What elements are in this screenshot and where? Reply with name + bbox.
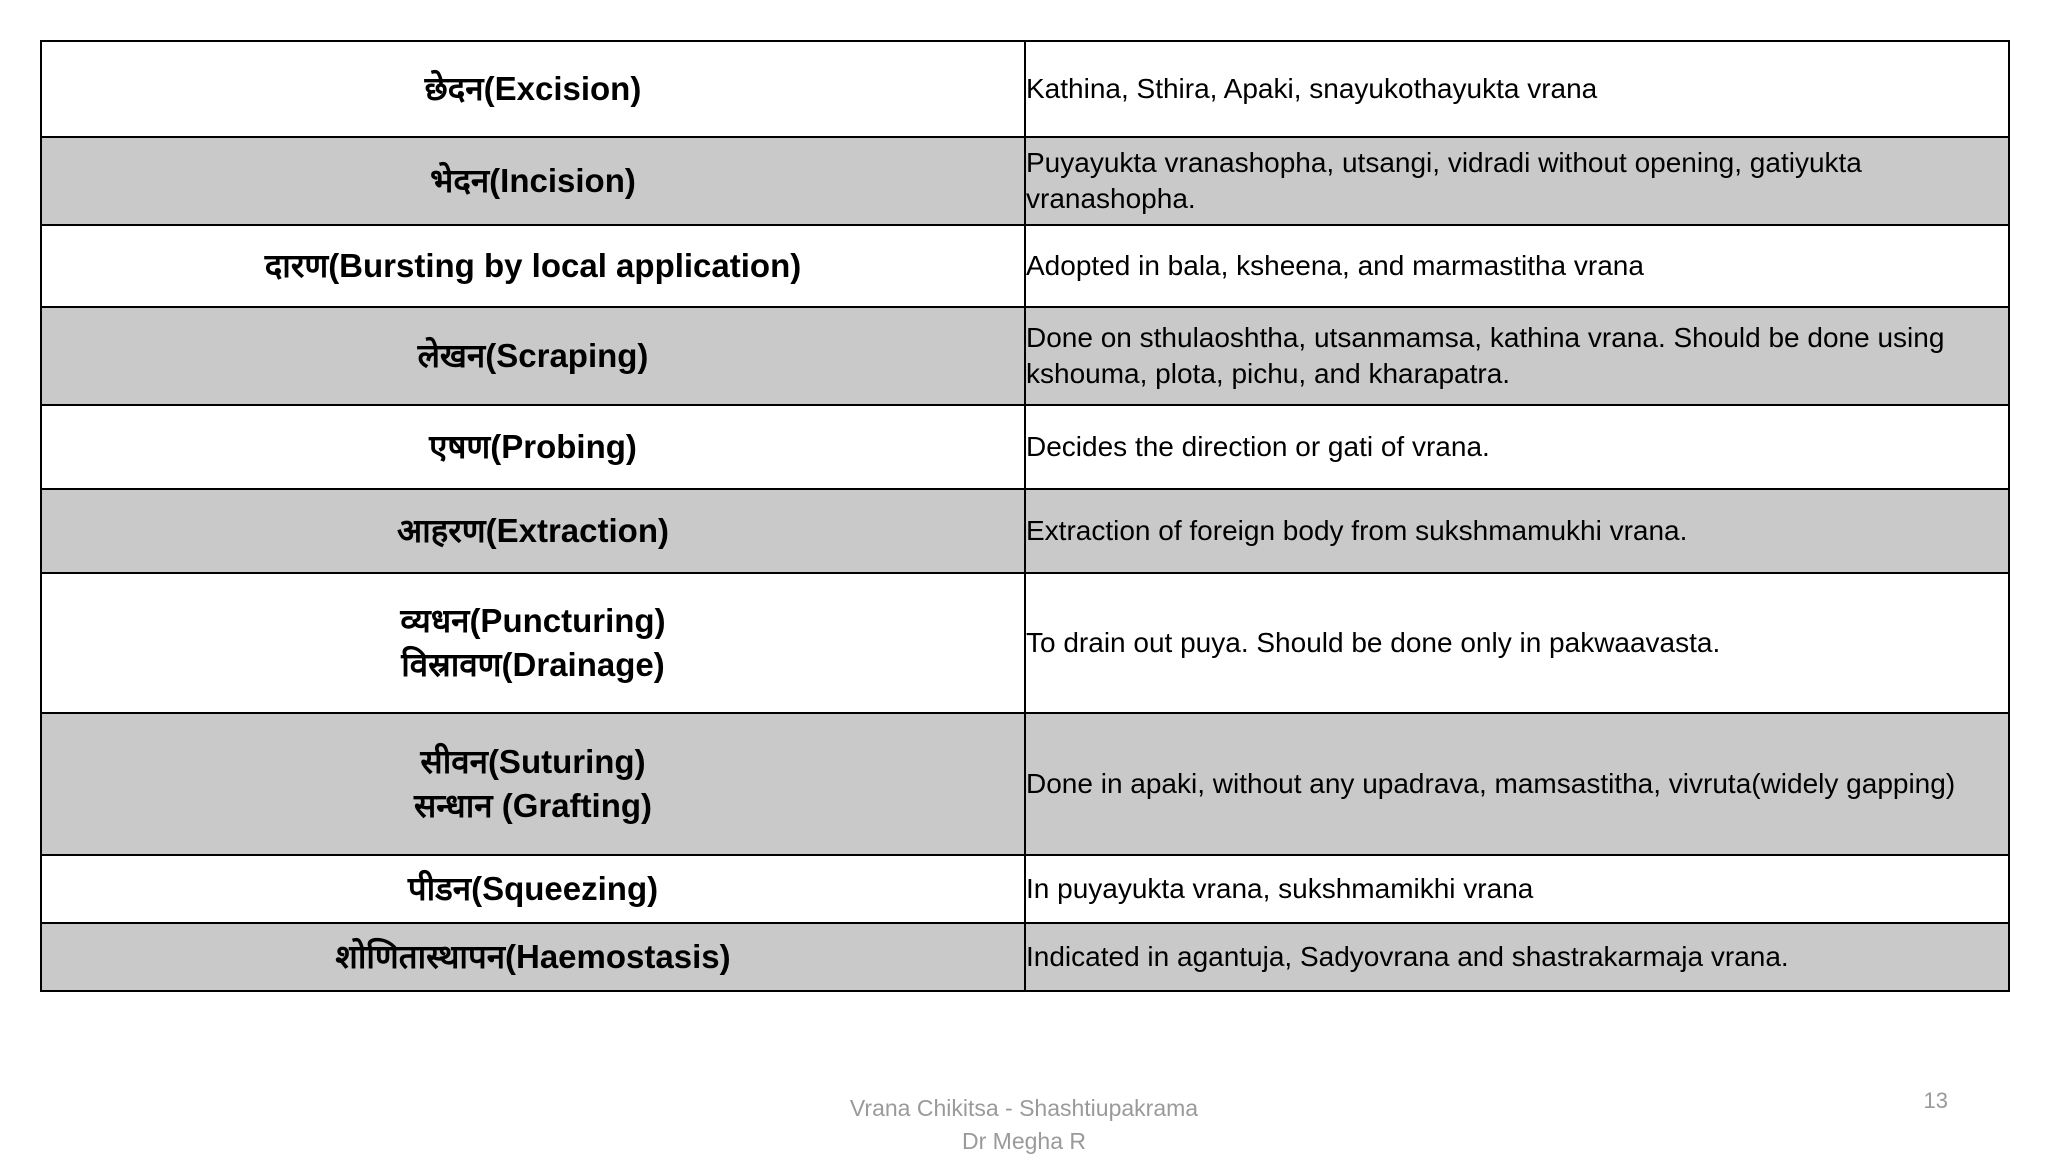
term-text: छेदन(Excision) — [424, 70, 642, 108]
table-row: सीवन(Suturing) सन्धान (Grafting) Done in… — [40, 712, 2010, 856]
term-cell: पीडन(Squeezing) — [40, 854, 1026, 924]
term-text: व्यधन(Puncturing) — [400, 602, 666, 640]
table-row: भेदन(Incision) Puyayukta vranashopha, ut… — [40, 136, 2010, 226]
table-row: लेखन(Scraping) Done on sthulaoshtha, uts… — [40, 306, 2010, 406]
term-text: पीडन(Squeezing) — [407, 870, 659, 908]
description-cell: Indicated in agantuja, Sadyovrana and sh… — [1024, 922, 2010, 992]
term-text-secondary: सन्धान (Grafting) — [413, 787, 653, 824]
term-cell: छेदन(Excision) — [40, 40, 1026, 138]
term-cell: भेदन(Incision) — [40, 136, 1026, 226]
term-cell: सीवन(Suturing) सन्धान (Grafting) — [40, 712, 1026, 856]
term-text: एषण(Probing) — [429, 428, 637, 466]
slide-footer: Vrana Chikitsa - Shashtiupakrama Dr Megh… — [0, 1092, 2048, 1159]
description-text: Done in apaki, without any upadrava, mam… — [1026, 768, 1956, 800]
term-cell: दारण(Bursting by local application) — [40, 224, 1026, 308]
description-text: In puyayukta vrana, sukshmamikhi vrana — [1026, 873, 1534, 905]
description-cell: Extraction of foreign body from sukshmam… — [1024, 488, 2010, 574]
table-row: छेदन(Excision) Kathina, Sthira, Apaki, s… — [40, 40, 2010, 138]
term-text: दारण(Bursting by local application) — [264, 247, 802, 285]
procedure-table: छेदन(Excision) Kathina, Sthira, Apaki, s… — [40, 40, 2010, 992]
footer-author: Dr Megha R — [962, 1128, 1086, 1155]
term-cell: आहरण(Extraction) — [40, 488, 1026, 574]
description-text: Puyayukta vranashopha, utsangi, vidradi … — [1026, 147, 1862, 214]
term-text: शोणितास्थापन(Haemostasis) — [335, 938, 731, 976]
description-text: Done on sthulaoshtha, utsanmamsa, kathin… — [1026, 322, 1945, 389]
term-cell: शोणितास्थापन(Haemostasis) — [40, 922, 1026, 992]
term-text: लेखन(Scraping) — [417, 337, 649, 375]
page-number: 13 — [1923, 1088, 1948, 1113]
footer-title: Vrana Chikitsa - Shashtiupakrama — [849, 1095, 1199, 1121]
table-row: दारण(Bursting by local application) Adop… — [40, 224, 2010, 308]
term-cell: व्यधन(Puncturing) विस्रावण(Drainage) — [40, 572, 1026, 714]
table-row: व्यधन(Puncturing) विस्रावण(Drainage) To … — [40, 572, 2010, 714]
table-row: आहरण(Extraction) Extraction of foreign b… — [40, 488, 2010, 574]
term-text: भेदन(Incision) — [430, 162, 636, 200]
description-cell: Puyayukta vranashopha, utsangi, vidradi … — [1024, 136, 2010, 226]
term-text-secondary: विस्रावण(Drainage) — [401, 646, 665, 683]
description-text: Indicated in agantuja, Sadyovrana and sh… — [1026, 941, 1789, 973]
description-cell: Decides the direction or gati of vrana. — [1024, 404, 2010, 490]
description-text: Extraction of foreign body from sukshmam… — [1026, 515, 1688, 547]
description-cell: To drain out puya. Should be done only i… — [1024, 572, 2010, 714]
description-cell: In puyayukta vrana, sukshmamikhi vrana — [1024, 854, 2010, 924]
term-cell: लेखन(Scraping) — [40, 306, 1026, 406]
description-text: Adopted in bala, ksheena, and marmastith… — [1026, 250, 1644, 282]
description-cell: Kathina, Sthira, Apaki, snayukothayukta … — [1024, 40, 2010, 138]
term-text: आहरण(Extraction) — [397, 512, 669, 550]
term-cell: एषण(Probing) — [40, 404, 1026, 490]
description-cell: Done in apaki, without any upadrava, mam… — [1024, 712, 2010, 856]
table-body: छेदन(Excision) Kathina, Sthira, Apaki, s… — [40, 40, 2010, 992]
description-cell: Adopted in bala, ksheena, and marmastith… — [1024, 224, 2010, 308]
description-text: To drain out puya. Should be done only i… — [1026, 627, 1721, 659]
table-row: शोणितास्थापन(Haemostasis) Indicated in a… — [40, 922, 2010, 992]
description-cell: Done on sthulaoshtha, utsanmamsa, kathin… — [1024, 306, 2010, 406]
table-row: एषण(Probing) Decides the direction or ga… — [40, 404, 2010, 490]
description-text: Decides the direction or gati of vrana. — [1026, 431, 1490, 463]
term-text: सीवन(Suturing) — [420, 743, 646, 781]
description-text: Kathina, Sthira, Apaki, snayukothayukta … — [1026, 73, 1598, 105]
table-row: पीडन(Squeezing) In puyayukta vrana, suks… — [40, 854, 2010, 924]
